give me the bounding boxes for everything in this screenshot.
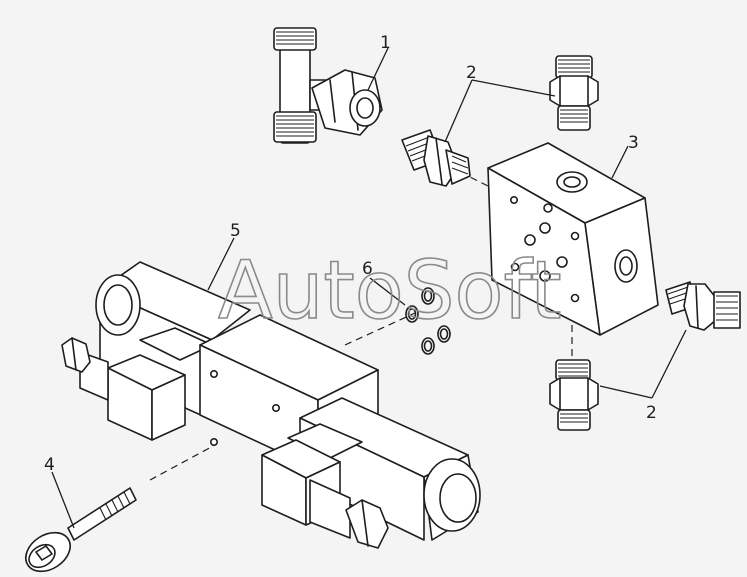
callout-5: 5	[230, 221, 241, 241]
callout-2-bottom: 2	[646, 403, 657, 423]
callout-3: 3	[628, 133, 639, 153]
straight-fitting-middle	[401, 129, 471, 187]
solenoid-valve	[61, 261, 481, 549]
callout-4: 4	[44, 455, 55, 475]
callout-6: 6	[362, 259, 373, 279]
cap-screw	[25, 487, 137, 573]
o-rings	[405, 287, 451, 355]
callout-1: 1	[380, 33, 391, 53]
straight-fitting-right	[665, 281, 741, 331]
straight-fitting-bottom	[549, 359, 599, 431]
mounting-block	[487, 142, 659, 336]
straight-fitting-top-right	[549, 55, 599, 131]
tee-fitting	[273, 27, 383, 144]
callout-labels: 1 2 3 4 5 6 2	[44, 33, 657, 475]
leader-lines	[51, 47, 687, 529]
watermark-text: AutoSoft	[218, 244, 562, 337]
callout-2-top: 2	[466, 63, 477, 83]
